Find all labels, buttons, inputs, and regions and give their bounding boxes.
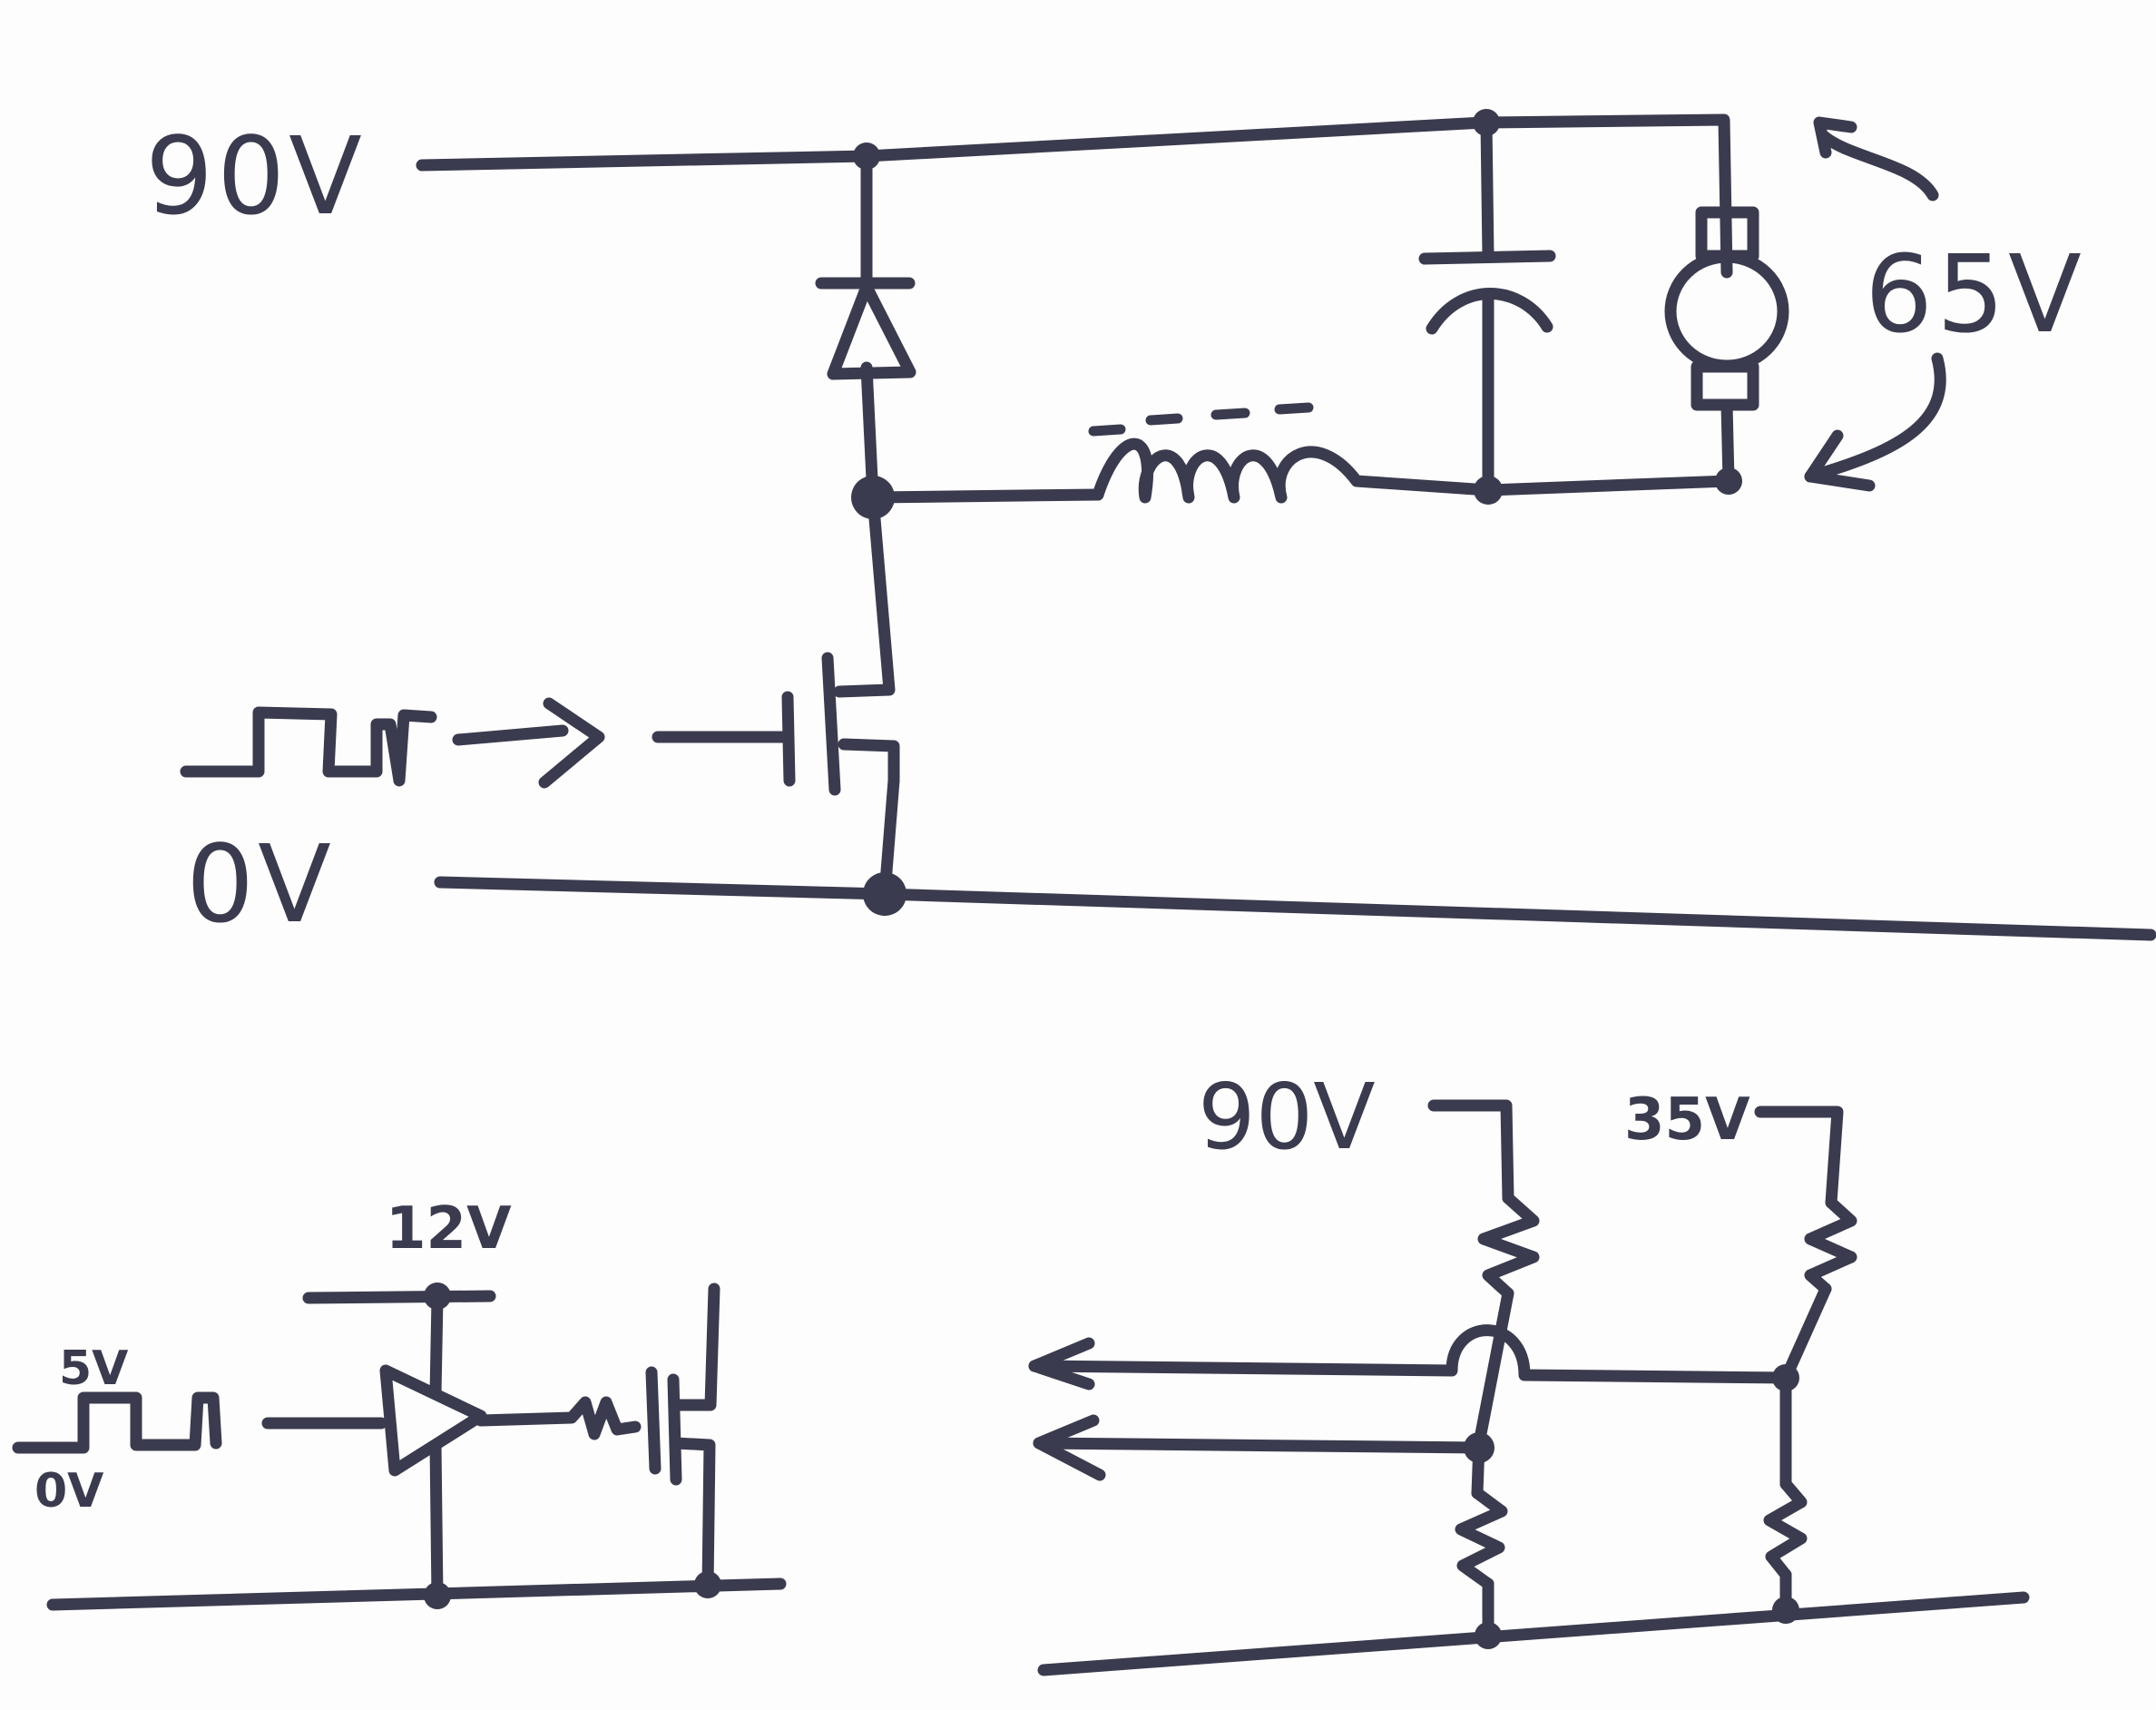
input-high-label: 5V xyxy=(59,1341,128,1396)
voltage-divider-circuit: 90V 35V xyxy=(1028,1064,2030,1676)
divider-a-bottom-resistor xyxy=(1455,1487,1508,1590)
switch-node-wire xyxy=(867,488,1104,504)
junction-dot xyxy=(1475,1622,1502,1649)
driver-buffer-symbol xyxy=(379,1292,487,1604)
motor-voltage-arrows xyxy=(1804,116,1946,492)
divider-supply-b-label: 35V xyxy=(1624,1086,1750,1154)
gate-driver-circuit: 12V 5V 0V xyxy=(12,1195,787,1611)
junction-dot xyxy=(1715,467,1742,495)
tap-a-output-wire xyxy=(1033,1437,1485,1454)
dc-motor-symbol xyxy=(1664,206,1789,487)
buck-converter-circuit: 90V 0V 65V xyxy=(145,109,2156,947)
junction-dot xyxy=(1474,476,1503,505)
driver-supply-label: 12V xyxy=(386,1195,512,1263)
junction-dot xyxy=(694,1571,721,1598)
junction-dot xyxy=(1464,1432,1494,1463)
driver-ground-rail xyxy=(46,1577,787,1611)
logic-input-waveform xyxy=(12,1391,222,1454)
load-return-wire xyxy=(1482,475,1735,496)
tap-a-arrowhead xyxy=(1033,1414,1106,1481)
filter-capacitor-symbol xyxy=(1418,116,1556,496)
junction-dot xyxy=(1772,1364,1799,1391)
flyback-diode-symbol xyxy=(815,277,916,380)
divider-a-mid-wire xyxy=(1471,1287,1514,1499)
gate-resistor-wire xyxy=(475,1396,642,1440)
ground-0v-label: 0V xyxy=(186,821,335,947)
driver-supply-rail xyxy=(302,1290,496,1304)
input-low-label: 0V xyxy=(34,1464,103,1518)
junction-dot xyxy=(424,1282,451,1310)
pwm-input-waveform xyxy=(180,697,605,789)
divider-supply-a-label: 90V xyxy=(1198,1064,1376,1170)
divider-a-top-resistor xyxy=(1477,1192,1540,1300)
divider-b-top-wire xyxy=(1754,1106,1844,1209)
junction-dot xyxy=(424,1582,451,1609)
diode-wire xyxy=(860,150,879,504)
divider-a-top-wire xyxy=(1427,1099,1514,1204)
junction-dot xyxy=(1473,109,1500,136)
junction-dot xyxy=(853,142,880,170)
divider-ground-rail xyxy=(1037,1591,2030,1676)
divider-b-bottom-resistor xyxy=(1763,1478,1808,1581)
power-mosfet-symbol xyxy=(652,491,900,900)
supply-rail-90v xyxy=(416,113,1733,279)
tap-b-arrowhead xyxy=(1028,1337,1095,1391)
inductor-symbol xyxy=(1088,402,1494,504)
ground-rail-0v xyxy=(434,876,2156,941)
supply-90v-label: 90V xyxy=(145,113,366,239)
divider-b-top-resistor xyxy=(1804,1196,1857,1295)
inductor-core-dashes xyxy=(1088,402,1314,437)
motor-voltage-label: 65V xyxy=(1865,231,2085,357)
switch-node-dot xyxy=(851,476,895,519)
ground-node-dot xyxy=(863,872,906,916)
junction-dot xyxy=(1772,1597,1799,1624)
driven-mosfet-symbol xyxy=(645,1282,720,1593)
tap-b-output-wire xyxy=(1028,1324,1792,1384)
